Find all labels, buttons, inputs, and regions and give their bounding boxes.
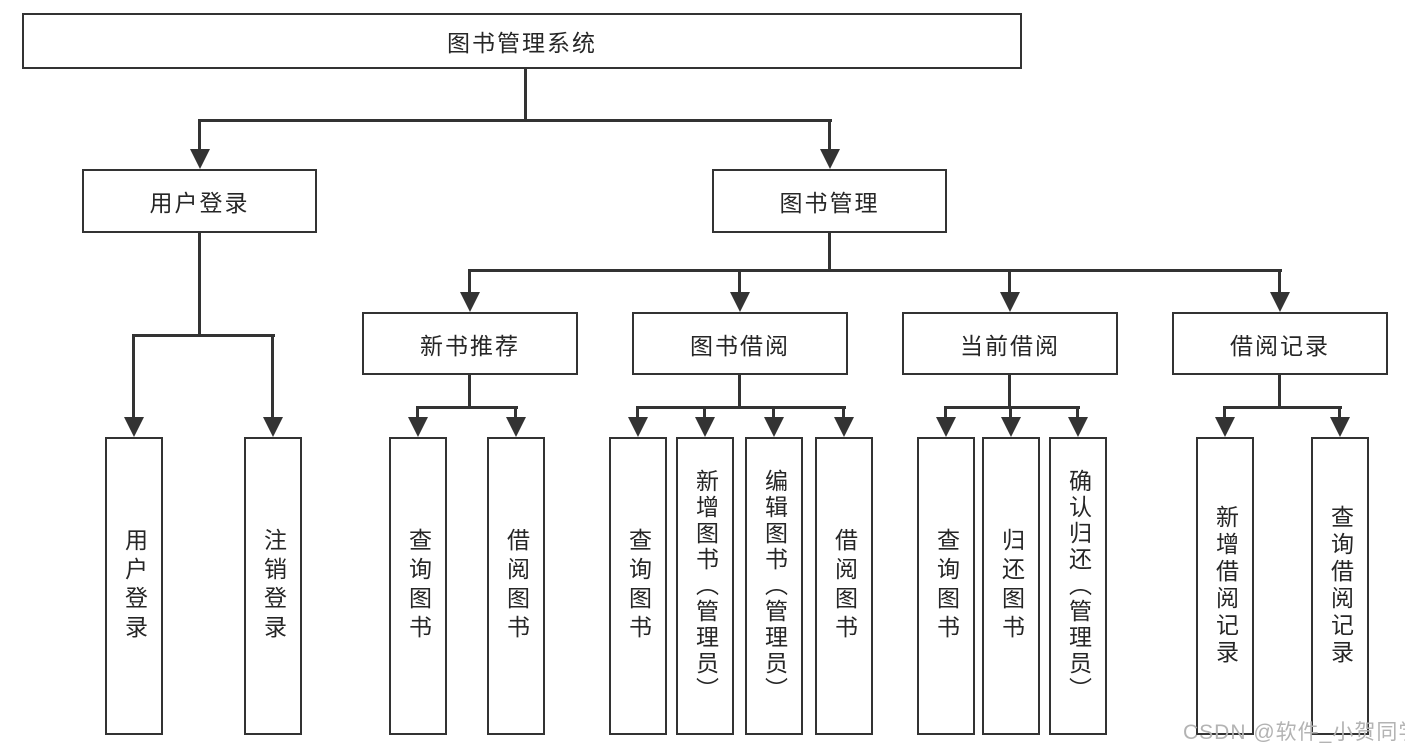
connector-line [1008, 269, 1011, 298]
node-book-management: 图书管理 [712, 169, 947, 233]
node-user-login: 用户登录 [82, 169, 317, 233]
arrowhead-down-icon [1068, 417, 1088, 437]
leaf-logout: 注销登录 [244, 437, 302, 735]
connector-line [1278, 269, 1281, 298]
leaf-add-book-admin: 新增图书（管理员） [676, 437, 734, 735]
leaf-borrow-books-recommend: 借阅图书 [487, 437, 545, 735]
connector-line [842, 406, 845, 423]
connector-line [468, 375, 471, 409]
arrowhead-down-icon [1330, 417, 1350, 437]
connector-line [468, 269, 1282, 272]
leaf-query-books-recommend: 查询图书 [389, 437, 447, 735]
leaf-query-books-current: 查询图书 [917, 437, 975, 735]
node-book-borrowing: 图书借阅 [632, 312, 848, 375]
arrowhead-down-icon [506, 417, 526, 437]
arrowhead-down-icon [695, 417, 715, 437]
arrowhead-down-icon [628, 417, 648, 437]
arrowhead-down-icon [834, 417, 854, 437]
arrowhead-down-icon [1001, 417, 1021, 437]
leaf-query-books-borrowing: 查询图书 [609, 437, 667, 735]
arrowhead-down-icon [1000, 292, 1020, 312]
connector-line [416, 406, 419, 423]
connector-line [636, 406, 639, 423]
leaf-user-login: 用户登录 [105, 437, 163, 735]
connector-line [1076, 406, 1079, 423]
connector-line [468, 269, 471, 298]
arrowhead-down-icon [936, 417, 956, 437]
connector-line [271, 334, 274, 423]
connector-line [1338, 406, 1341, 423]
node-library-management-system: 图书管理系统 [22, 13, 1022, 69]
leaf-borrow-books-borrowing: 借阅图书 [815, 437, 873, 735]
connector-line [416, 406, 518, 409]
arrowhead-down-icon [124, 417, 144, 437]
node-new-book-recommend: 新书推荐 [362, 312, 578, 375]
connector-line [703, 406, 706, 423]
arrowhead-down-icon [730, 292, 750, 312]
arrowhead-down-icon [263, 417, 283, 437]
node-current-borrowing: 当前借阅 [902, 312, 1118, 375]
connector-line [198, 119, 832, 122]
leaf-confirm-return-admin: 确认归还（管理员） [1049, 437, 1107, 735]
arrowhead-down-icon [1215, 417, 1235, 437]
connector-line [738, 375, 741, 409]
connector-line [514, 406, 517, 423]
connector-line [1009, 406, 1012, 423]
leaf-return-books: 归还图书 [982, 437, 1040, 735]
connector-line [1278, 375, 1281, 409]
connector-line [636, 406, 846, 409]
arrowhead-down-icon [764, 417, 784, 437]
connector-line [772, 406, 775, 423]
arrowhead-down-icon [460, 292, 480, 312]
arrowhead-down-icon [190, 149, 210, 169]
leaf-add-borrow-record: 新增借阅记录 [1196, 437, 1254, 735]
leaf-query-borrow-record: 查询借阅记录 [1311, 437, 1369, 735]
arrowhead-down-icon [408, 417, 428, 437]
connector-line [738, 269, 741, 298]
arrowhead-down-icon [1270, 292, 1290, 312]
connector-line [944, 406, 1080, 409]
node-borrowing-records: 借阅记录 [1172, 312, 1388, 375]
connector-line [1223, 406, 1342, 409]
connector-line [524, 69, 527, 121]
csdn-watermark: CSDN @软件_小贺同学 [1183, 721, 1405, 744]
arrowhead-down-icon [820, 149, 840, 169]
connector-line [132, 334, 275, 337]
connector-line [198, 119, 201, 153]
connector-line [828, 119, 831, 153]
connector-line [132, 334, 135, 423]
connector-line [828, 233, 831, 272]
connector-line [944, 406, 947, 423]
connector-line [1008, 375, 1011, 409]
connector-line [1223, 406, 1226, 423]
leaf-edit-book-admin: 编辑图书（管理员） [745, 437, 803, 735]
connector-line [198, 233, 201, 337]
